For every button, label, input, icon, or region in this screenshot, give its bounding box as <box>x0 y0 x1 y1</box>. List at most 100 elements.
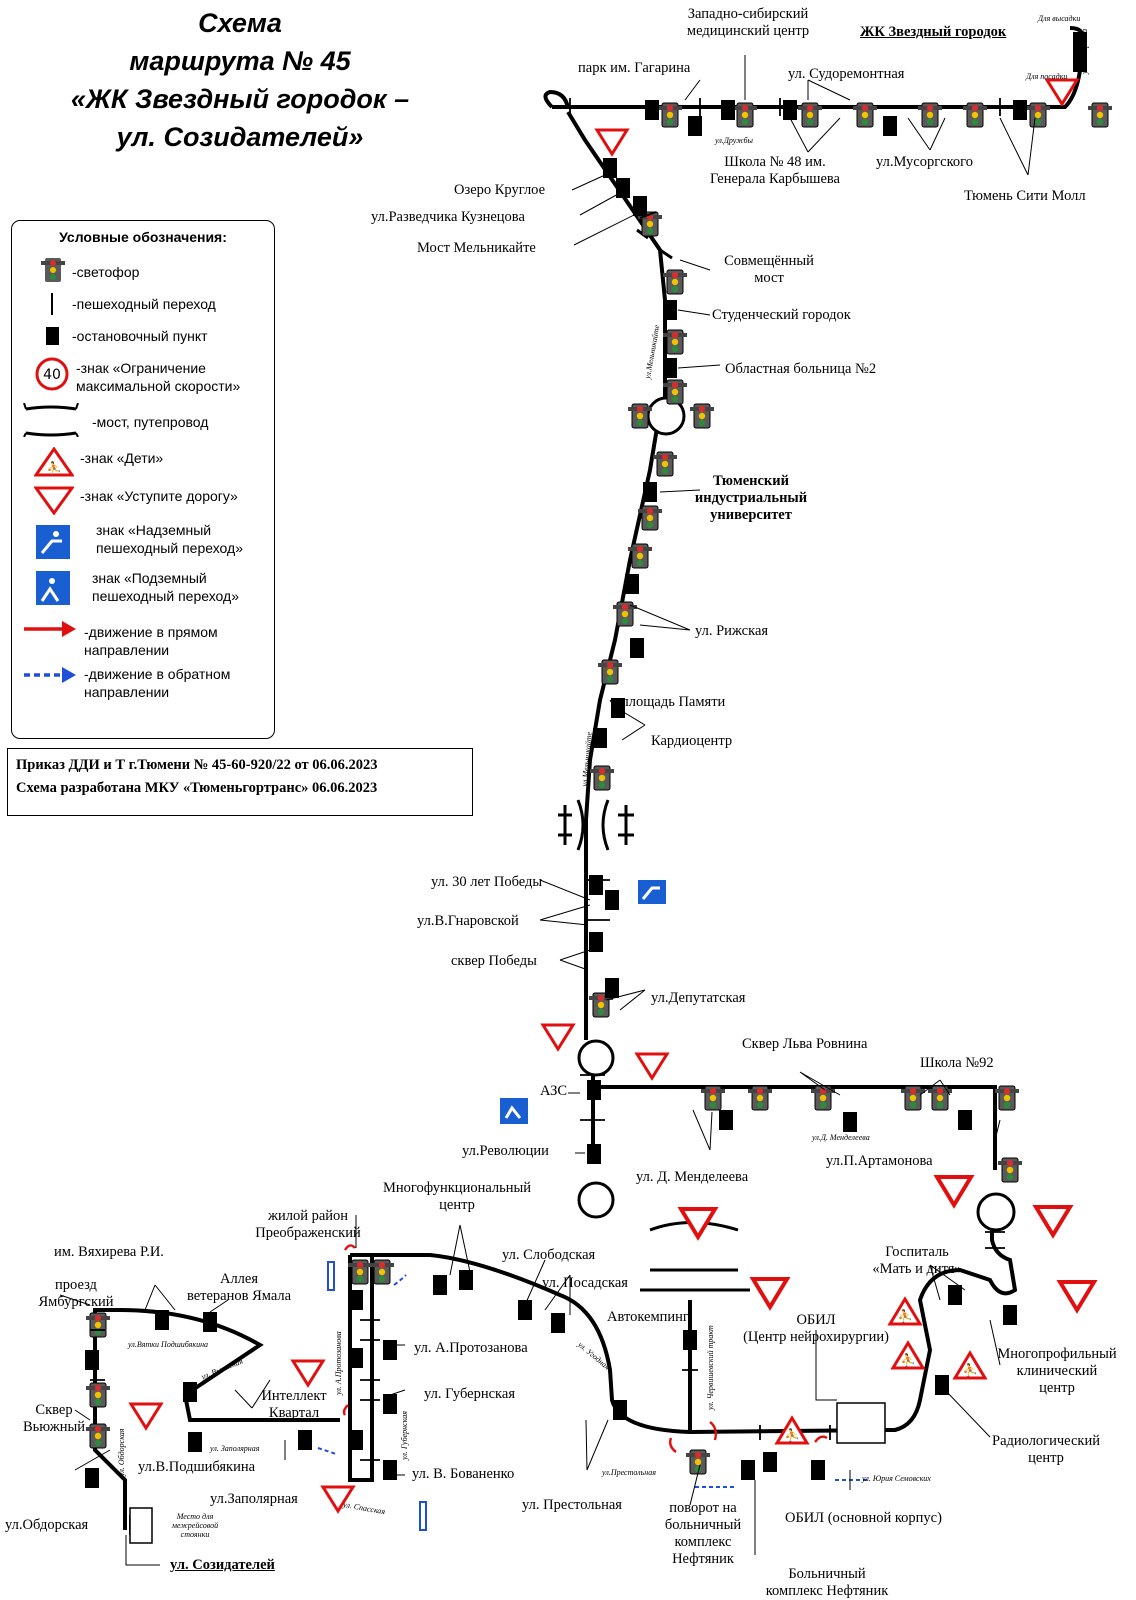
order-line: Приказ ДДИ и Т г.Тюмени № 45-60-920/22 о… <box>16 757 378 773</box>
legend-label: -пешеходный переход <box>72 296 216 312</box>
street-obdorskaya-small: ул. Обдорская <box>117 1428 126 1476</box>
label-line: поворот на <box>669 1500 737 1516</box>
label-line: центр <box>1039 1380 1075 1396</box>
label-line: Место для <box>176 1512 214 1521</box>
overpass-crossing-icon <box>36 525 70 559</box>
label-line: ветеранов Ямала <box>186 1288 292 1304</box>
label-line: Квартал <box>268 1405 320 1421</box>
street-semovskih: ул. Юрия Семовских <box>862 1474 931 1483</box>
stop-posadskaya: ул. Посадская <box>542 1275 628 1291</box>
label-drop-off: Для высадки <box>1038 14 1081 23</box>
label-line: медицинский центр <box>686 23 810 39</box>
label-line: «Мать и дитя» <box>872 1261 962 1277</box>
street-vyatkina: ул.Вятки Подшибякина <box>128 1340 209 1349</box>
stop-avtokemping: Автокемпинг <box>607 1309 689 1325</box>
stop-bovanenko: ул. В. Бованенко <box>412 1466 515 1482</box>
street-mendeleeva-small: ул.Д. Менделеева <box>812 1133 870 1142</box>
stop-obdorskaya: ул.Обдорская <box>5 1517 89 1533</box>
stop-30-let: ул. 30 лет Победы <box>431 874 543 890</box>
yield-sign-icon <box>34 486 74 515</box>
street-protozanova-small: ул. А.Протозанова <box>334 1331 343 1395</box>
legend-label: знак «Подземный пешеходный переход» <box>92 570 239 604</box>
stop-gnarovskoy: ул.В.Гнаровской <box>417 913 519 929</box>
label-line: центр <box>439 1197 475 1213</box>
label-line: Преображенский <box>255 1225 361 1241</box>
stop-mendeleeva: ул. Д. Менделеева <box>636 1169 749 1185</box>
overpass-crossing-icon <box>638 880 666 904</box>
street-zapolyarnaya-small: ул. Заполярная <box>210 1444 260 1453</box>
label-line: Сквер <box>35 1402 73 1418</box>
street-chervishevsky: ул. Червишевский тракт <box>706 1325 715 1410</box>
label-line: Школа № 48 им. <box>724 154 826 170</box>
stop-gubernskaya: ул. Губернская <box>424 1386 515 1402</box>
street-prestolnaya-small: ул.Престольная <box>602 1468 656 1477</box>
label-line: межрейсовой <box>171 1521 219 1530</box>
stop-gagarin-park: парк им. Гагарина <box>578 60 691 76</box>
stop-azs: АЗС <box>540 1083 568 1099</box>
stop-deputatskaya: ул.Депутатская <box>651 990 746 1006</box>
stop-student-town: Студенческий городок <box>712 307 851 323</box>
stop-sudoremontnaya: ул. Судоремонтная <box>788 66 905 82</box>
stop-memorial-square: площадь Памяти <box>621 694 726 710</box>
label-line: индустриальный <box>694 490 808 506</box>
stop-podshibyakina: ул.В.Подшибякина <box>138 1459 256 1475</box>
label-line: комплекс <box>674 1534 732 1550</box>
label-line: Совмещённый <box>724 253 814 269</box>
stop-slobodskaya: ул. Слободская <box>502 1247 596 1263</box>
label-line: комплекс Нефтяник <box>765 1583 889 1599</box>
stop-revolyutsii: ул.Революции <box>462 1143 549 1159</box>
street-gubernskaya-small: ул. Губернская <box>400 1411 409 1460</box>
reverse-direction-arrow-icon <box>24 667 76 683</box>
stop-gospital: Госпиталь«Мать и дитя» <box>862 1244 972 1278</box>
legend-label: -знак «Дети» <box>80 450 164 466</box>
stop-artamonova: ул.П.Артамонова <box>826 1153 933 1169</box>
terminal-sozidateley: ул. Созидателей <box>170 1557 275 1573</box>
stop-razvedchika: ул.Разведчика Кузнецова <box>371 209 525 225</box>
label-line: (Центр нейрохирургии) <box>743 1329 889 1345</box>
traffic-light-icon <box>41 258 65 282</box>
legend-label: -знак «Уступите дорогу» <box>80 488 238 504</box>
legend-heading: Условные обозначения: <box>59 229 227 245</box>
stop-school48: Школа № 48 им.Генерала Карбышева <box>690 154 860 188</box>
label-line: Больничный <box>788 1566 866 1582</box>
label-line: мост <box>754 270 784 286</box>
label-line: университет <box>710 507 792 523</box>
reverse-direction-arrow-icon <box>317 1261 870 1531</box>
legend-label: -движение в прямом направлении <box>84 624 218 658</box>
legend: Условные обозначения: -светофор -пешеход… <box>11 220 275 739</box>
forward-direction-arrow-icon <box>24 621 76 637</box>
stop-most-melnikaite: Мост Мельникайте <box>417 240 536 256</box>
label-line: Радиологический <box>992 1433 1100 1449</box>
label-line: Тюменский <box>712 473 789 489</box>
title-line: ул. Созидателей» <box>116 122 364 152</box>
title-line: «ЖК Звездный городок – <box>70 84 410 114</box>
title-line: Схема <box>198 8 282 38</box>
stop-skver-pobedy: сквер Победы <box>451 953 537 969</box>
order-line: Схема разработана МКУ «Тюменьгортранс» 0… <box>16 780 378 796</box>
label-line: Ямбургский <box>38 1294 114 1310</box>
label-line: клинический <box>1016 1363 1098 1379</box>
label-line: Нефтяник <box>672 1551 734 1567</box>
speed-limit-value: 40 <box>43 367 61 383</box>
label-line: центр <box>1028 1450 1064 1466</box>
terminal-zvezdny: ЖК Звездный городок <box>860 24 1007 40</box>
stop-zapolyarnaya: ул.Заполярная <box>210 1491 298 1507</box>
crosswalk-icon <box>90 98 1005 1461</box>
stop-rizhskaya: ул. Рижская <box>695 623 769 639</box>
obil-building <box>836 1402 886 1444</box>
children-sign-icon: ⛹ <box>34 447 74 477</box>
crosswalk-icon <box>51 293 53 315</box>
stop-obil-main: ОБИЛ (основной корпус) <box>785 1510 942 1526</box>
